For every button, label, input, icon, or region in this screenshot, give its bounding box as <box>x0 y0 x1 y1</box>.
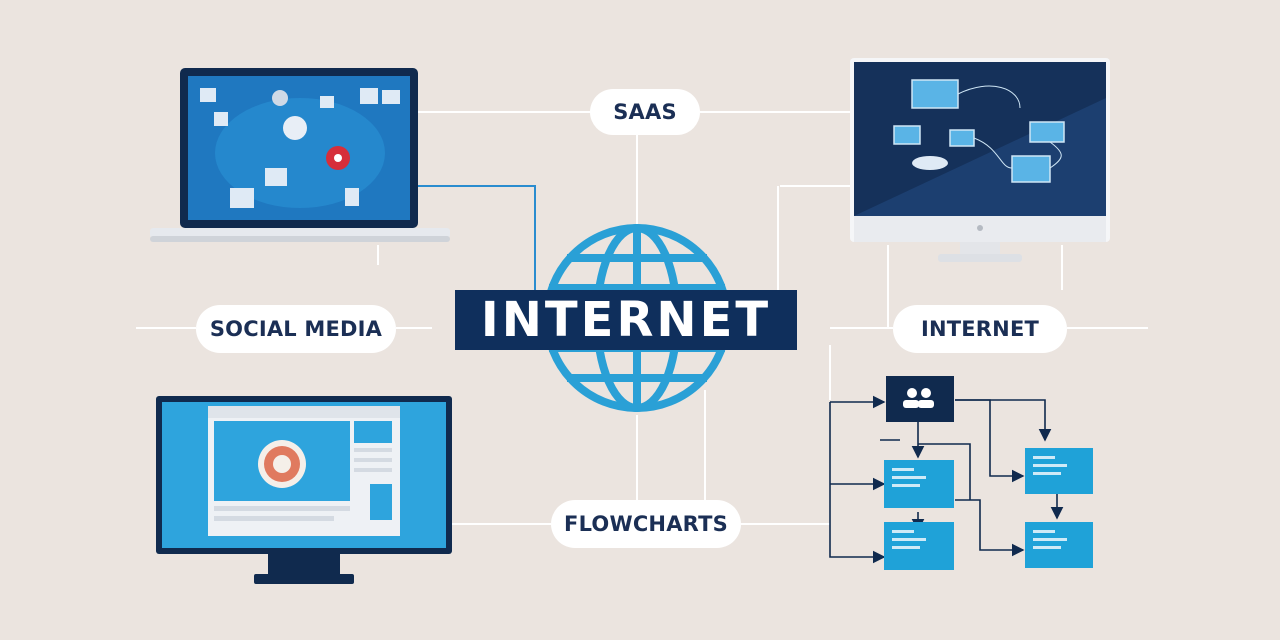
video-monitor-icon <box>156 396 452 584</box>
center-title: INTERNET <box>480 292 772 348</box>
label-social-media: SOCIAL MEDIA <box>196 305 396 353</box>
desktop-monitor-icon <box>850 58 1110 262</box>
label-flowcharts-text: FLOWCHARTS <box>564 512 728 536</box>
laptop-icon <box>150 68 450 242</box>
label-internet-text: INTERNET <box>920 317 1040 341</box>
label-saas: SAAS <box>590 89 700 135</box>
center-title-banner: INTERNET <box>455 290 797 350</box>
label-flowcharts: FLOWCHARTS <box>551 500 741 548</box>
flowchart-icon <box>829 376 1093 570</box>
label-internet: INTERNET <box>893 305 1067 353</box>
label-social-media-text: SOCIAL MEDIA <box>209 317 383 341</box>
label-saas-text: SAAS <box>613 100 677 124</box>
